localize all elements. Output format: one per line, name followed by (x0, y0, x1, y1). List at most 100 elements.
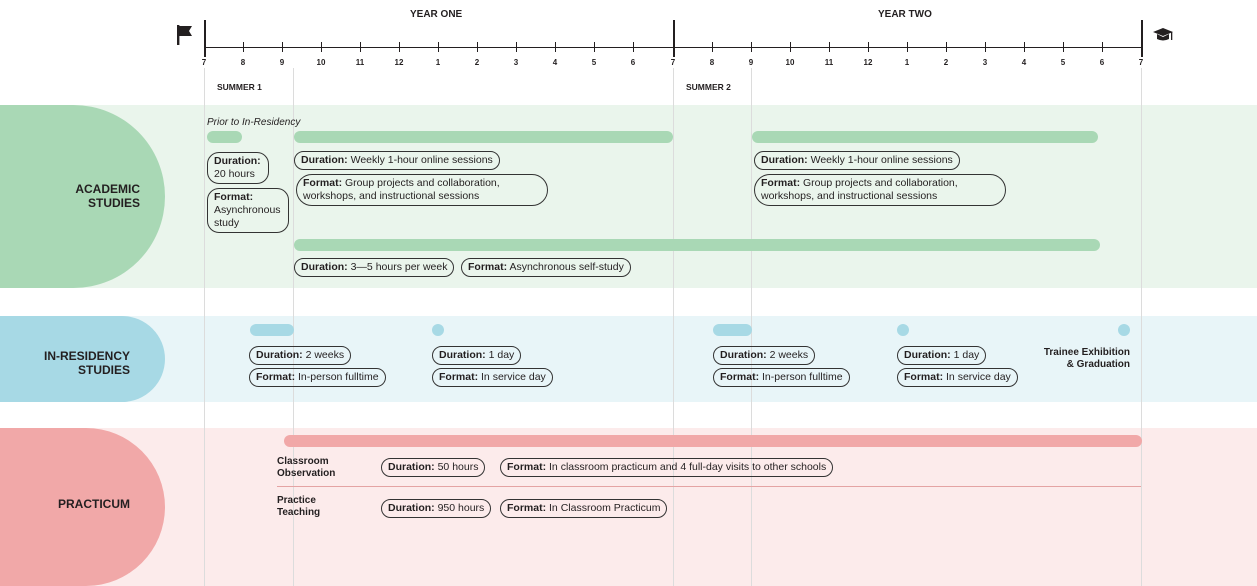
self-study-duration-pill: Duration: 3—5 hours per week (294, 258, 455, 277)
practicum-divider (277, 486, 1141, 487)
residency-label: IN-RESIDENCY STUDIES (43, 349, 130, 377)
month-tick (438, 42, 439, 52)
s2-format-pill: Format: In-person fulltime (713, 368, 850, 387)
year-two-label: YEAR TWO (878, 9, 932, 20)
month-label: 7 (670, 58, 676, 67)
month-label: 7 (1138, 58, 1144, 67)
month-tick (399, 42, 400, 52)
month-label: 2 (943, 58, 949, 67)
d2-format-pill: Format: In service day (897, 368, 1018, 387)
summer1-label: SUMMER 1 (217, 82, 262, 92)
y1-duration-pill: Duration: Weekly 1-hour online sessions (294, 151, 500, 170)
month-label: 6 (630, 58, 636, 67)
guide-line-year-two (673, 68, 674, 586)
month-label: 3 (982, 58, 988, 67)
month-tick (985, 42, 986, 52)
month-label: 5 (591, 58, 597, 67)
month-label: 8 (709, 58, 715, 67)
flag-icon (177, 25, 192, 45)
teaching-label: Practice Teaching (277, 495, 321, 518)
obs-format-pill: Format: In classroom practicum and 4 ful… (500, 458, 834, 477)
practicum-label: PRACTICUM (58, 497, 130, 511)
month-tick (829, 42, 830, 52)
month-tick (321, 42, 322, 52)
guide-line-end (1141, 68, 1142, 586)
month-label: 9 (279, 58, 285, 67)
summer2-residency-bar (713, 324, 752, 336)
month-tick (243, 42, 244, 52)
y2-format-pill: Format: Group projects and collaboration… (754, 174, 1006, 206)
d1-format-pill: Format: In service day (432, 368, 553, 387)
month-tick (594, 42, 595, 52)
d2-duration-pill: Duration: 1 day (897, 346, 987, 365)
month-label: 4 (552, 58, 558, 67)
month-label: 5 (1060, 58, 1066, 67)
graduation-label: Trainee Exhibition & Graduation (1043, 347, 1130, 370)
month-label: 11 (824, 58, 834, 67)
month-tick (516, 42, 517, 52)
s1-format-pill: Format: In-person fulltime (249, 368, 386, 387)
timeline-end-bar (1141, 20, 1143, 57)
guide-line-start (204, 68, 205, 586)
s2-duration-pill: Duration: 2 weeks (713, 346, 816, 365)
y1-format-pill: Format: Group projects and collaboration… (296, 174, 548, 206)
month-tick (751, 42, 752, 52)
month-label: 7 (201, 58, 207, 67)
month-label: 10 (785, 58, 795, 67)
month-label: 1 (904, 58, 910, 67)
month-tick (360, 42, 361, 52)
teach-duration-pill: Duration: 950 hours (381, 499, 492, 518)
self-study-bar (294, 239, 1100, 251)
residency-band (0, 316, 1257, 402)
service-day-2-dot (897, 324, 909, 336)
self-study-format-pill: Format: Asynchronous self-study (461, 258, 631, 277)
month-tick (946, 42, 947, 52)
practicum-side-blob (0, 428, 165, 586)
year-one-online-bar (294, 131, 673, 143)
academic-label: ACADEMIC STUDIES (75, 182, 140, 210)
month-label: 8 (240, 58, 246, 67)
month-label: 2 (474, 58, 480, 67)
month-tick (282, 42, 283, 52)
month-label: 12 (863, 58, 873, 67)
month-label: 6 (1099, 58, 1105, 67)
month-label: 3 (513, 58, 519, 67)
month-tick (907, 42, 908, 52)
obs-duration-pill: Duration: 50 hours (381, 458, 486, 477)
timeline-mid-bar (673, 20, 675, 57)
d1-duration-pill: Duration: 1 day (432, 346, 522, 365)
month-tick (1063, 42, 1064, 52)
summer2-label: SUMMER 2 (686, 82, 731, 92)
month-tick (1024, 42, 1025, 52)
practicum-band (0, 428, 1257, 586)
month-label: 4 (1021, 58, 1027, 67)
month-label: 12 (394, 58, 404, 67)
teach-format-pill: Format: In Classroom Practicum (500, 499, 668, 518)
month-tick (712, 42, 713, 52)
graduation-cap-icon (1153, 28, 1173, 41)
year-one-label: YEAR ONE (410, 9, 463, 20)
prior-duration-pill: Duration:20 hours (207, 152, 269, 184)
month-label: 1 (435, 58, 441, 67)
prior-to-residency-label: Prior to In-Residency (207, 117, 301, 128)
summer1-residency-bar (250, 324, 294, 336)
graduation-dot (1118, 324, 1130, 336)
month-tick (868, 42, 869, 52)
residency-side-blob (0, 316, 165, 402)
observation-label: Classroom Observation (277, 456, 336, 479)
month-label: 9 (748, 58, 754, 67)
month-tick (477, 42, 478, 52)
month-tick (1102, 42, 1103, 52)
prior-bar (207, 131, 242, 143)
s1-duration-pill: Duration: 2 weeks (249, 346, 352, 365)
prior-format-pill: Format:Asynchronous study (207, 188, 289, 233)
month-tick (790, 42, 791, 52)
y2-duration-pill: Duration: Weekly 1-hour online sessions (754, 151, 960, 170)
service-day-1-dot (432, 324, 444, 336)
month-tick (555, 42, 556, 52)
month-label: 10 (316, 58, 326, 67)
practicum-bar (284, 435, 1142, 447)
year-two-online-bar (752, 131, 1098, 143)
month-tick (633, 42, 634, 52)
month-label: 11 (355, 58, 365, 67)
